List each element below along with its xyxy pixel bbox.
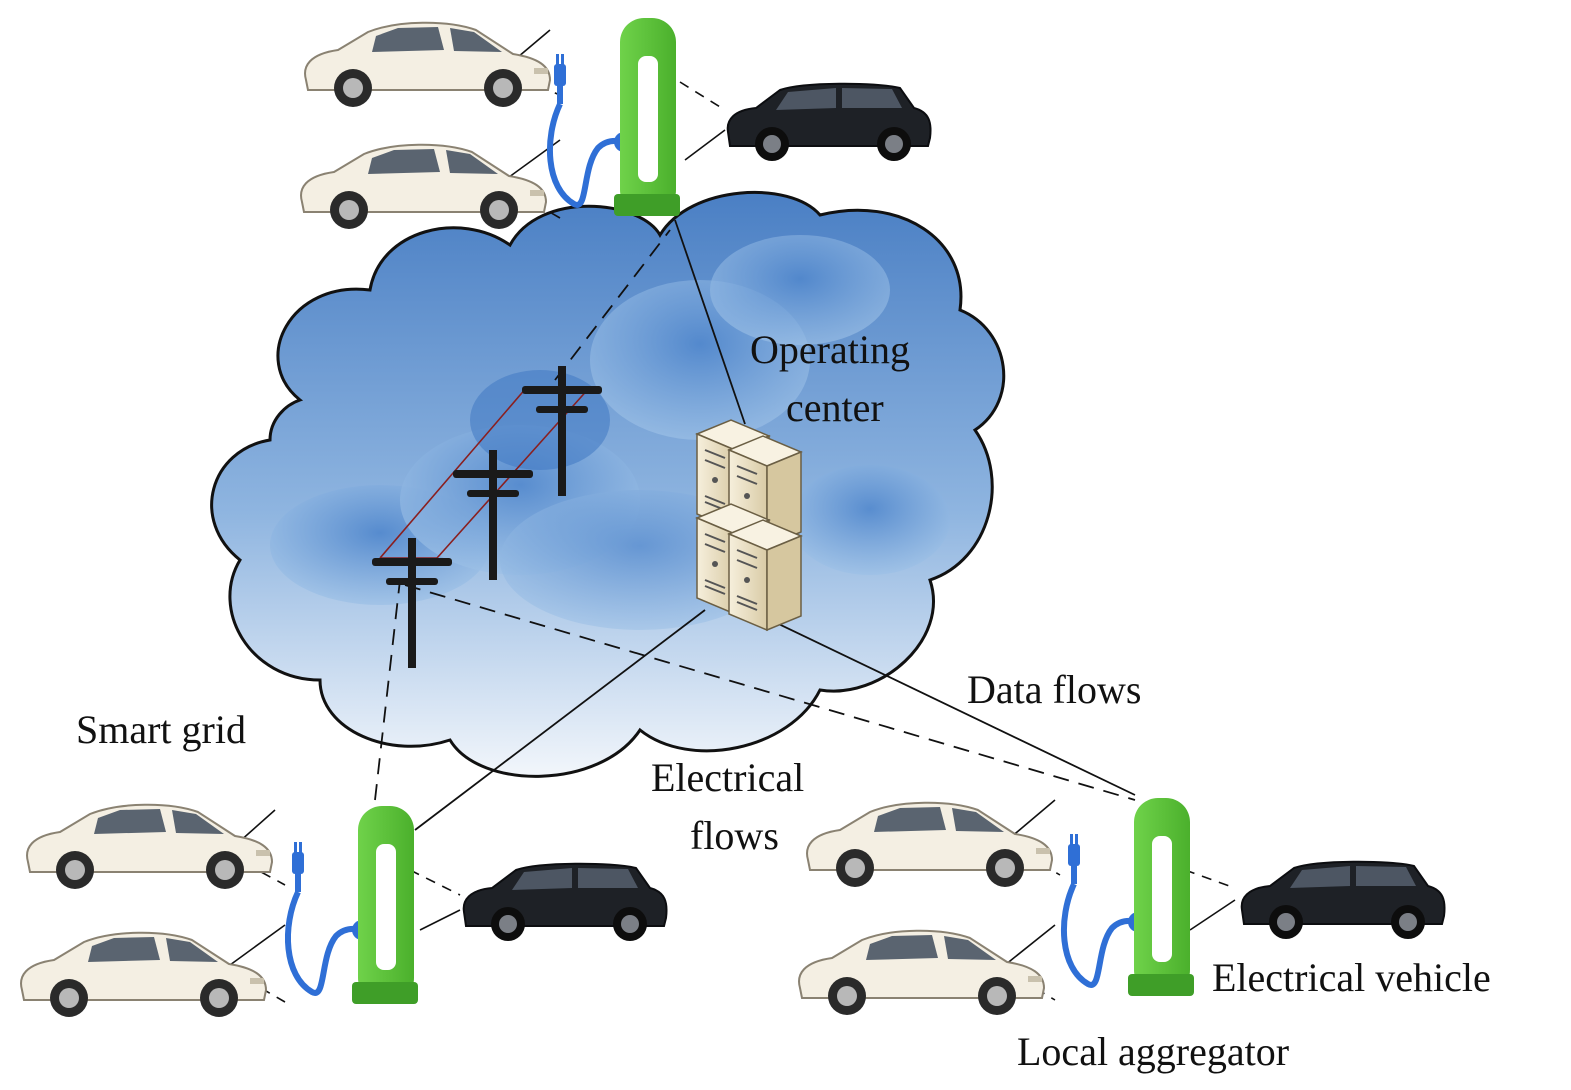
electrical-flow-lines (374, 229, 1136, 801)
charging-station-icon (550, 18, 680, 216)
data-flow-lines (414, 219, 1136, 831)
charging-station-icon (288, 806, 418, 1004)
white-car-icon (806, 801, 1053, 888)
electrical-flows-label: flows (690, 813, 779, 858)
white-car-icon (798, 929, 1045, 1016)
white-car-icon (20, 931, 267, 1018)
smart-grid-cloud-icon (210, 191, 1006, 778)
white-car-icon (304, 21, 551, 108)
electrical-vehicle-label: Electrical vehicle (1212, 955, 1491, 1000)
data-flows-label: Data flows (967, 667, 1142, 712)
operating-center-server-icon (696, 419, 802, 631)
white-car-icon (26, 803, 273, 890)
white-car-icon (300, 143, 547, 230)
operating-center-label: center (786, 385, 884, 430)
operating-center-label: Operating (750, 327, 910, 372)
charging-station-icon (1064, 798, 1194, 996)
black-suv-icon (726, 82, 932, 162)
smart-grid-label: Smart grid (76, 707, 246, 752)
black-suv-icon (462, 862, 668, 942)
black-suv-icon (1240, 860, 1446, 940)
local-aggregator-label: Local aggregator (1017, 1029, 1290, 1074)
electrical-flows-label: Electrical (651, 755, 805, 800)
